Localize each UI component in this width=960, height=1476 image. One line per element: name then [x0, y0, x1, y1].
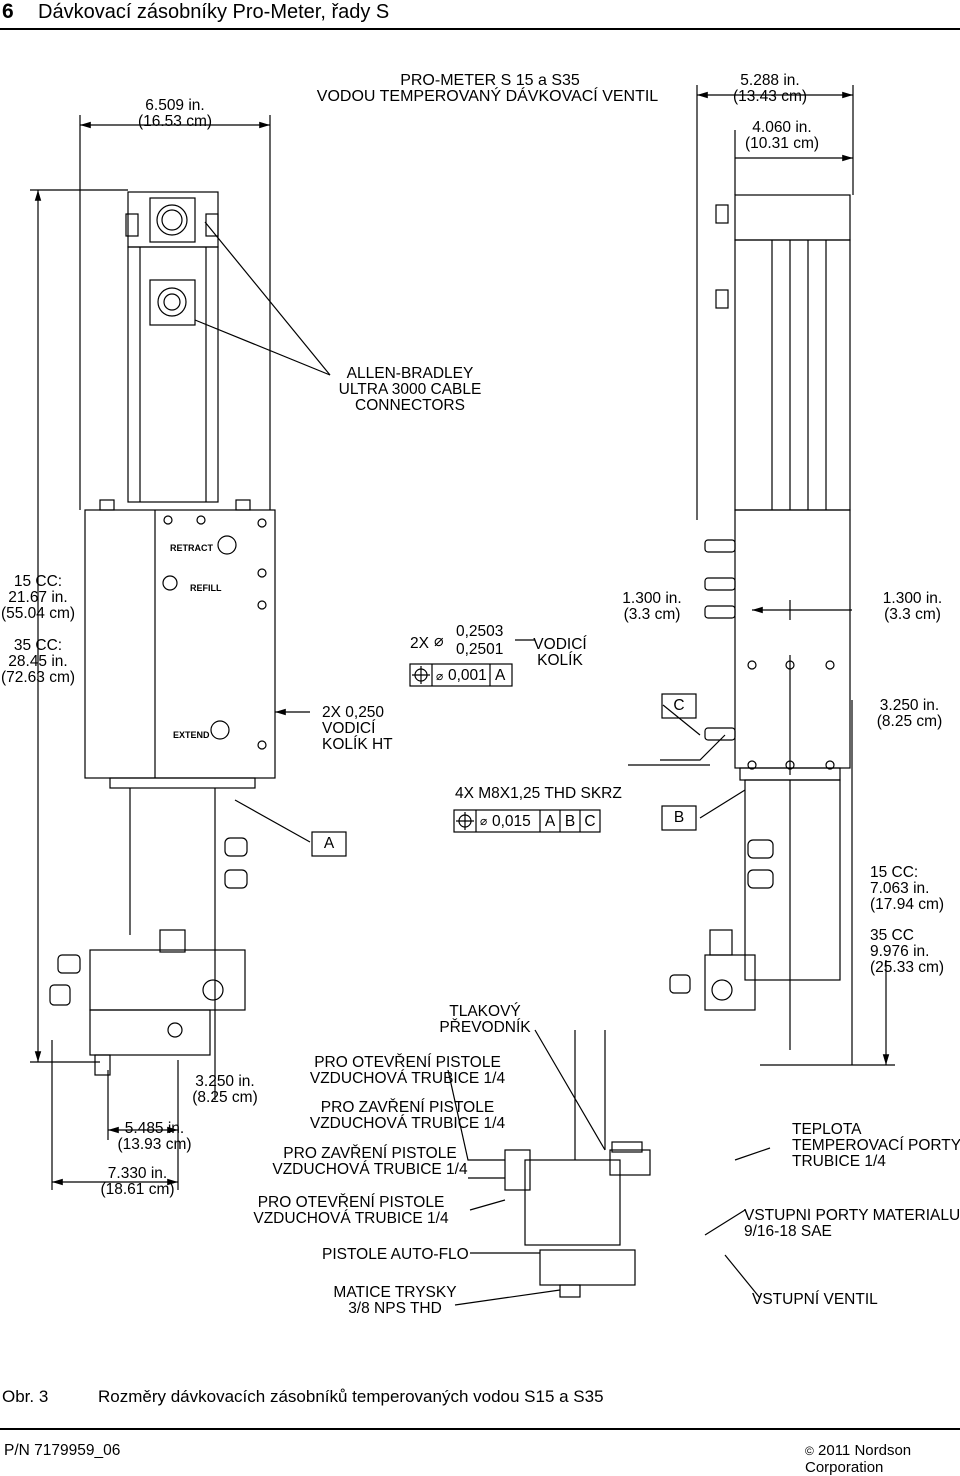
thread-fcf-datum-3: C	[584, 813, 596, 830]
page-number: 6	[2, 0, 14, 23]
datum-b: B	[673, 809, 685, 826]
label-pin-ht: 2X 0,250 VODICÍ KOLÍK HT	[322, 704, 393, 753]
label-transducer: TLAKOVÝ PŘEVODNÍK	[439, 1003, 531, 1036]
datum-a: A	[323, 835, 335, 852]
pin-fcf-value: 0,001	[448, 667, 487, 684]
datum-c: C	[673, 697, 685, 714]
label-extend: EXTEND	[173, 730, 210, 740]
dim-lower-height-35cc: 35 CC 9.976 in. (25.33 cm)	[870, 927, 945, 976]
datum-c-box	[661, 693, 697, 719]
figure-caption: Rozměry dávkovacích zásobníků temperovan…	[98, 1387, 604, 1406]
thread-fcf-datum-1: A	[544, 813, 556, 830]
dim-hole-spacing: 3.250 in. (8.25 cm)	[876, 697, 943, 730]
side-manifold	[704, 954, 756, 1011]
manifold	[89, 949, 246, 1011]
pin-diameter-symbol: ⌀	[434, 633, 444, 650]
page-title: Dávkovací zásobníky Pro-Meter, řady S	[38, 1, 390, 23]
thread-fcf-value: 0,015	[492, 813, 531, 830]
side-top-housing	[734, 194, 851, 241]
label-material-ports: VSTUPNÍ PORTY MATERIÁLU 9/16-18 SAE	[744, 1208, 960, 1240]
connector-1-face	[156, 204, 188, 236]
dim-width-right-top: 5.288 in. (13.43 cm)	[732, 72, 808, 105]
label-air-open-2: PRO OTEVŘENÍ PISTOLE VZDUCHOVÁ TRUBICE 1…	[253, 1194, 449, 1227]
label-air-close-2: PRO ZAVŘENÍ PISTOLE VZDUCHOVÁ TRUBICE 1/…	[272, 1145, 468, 1178]
label-air-open-1: PRO OTEVŘENÍ PISTOLE VZDUCHOVÁ TRUBICE 1…	[309, 1054, 506, 1087]
label-air-close-1: PRO ZAVŘENÍ PISTOLE VZDUCHOVÁ TRUBICE 1/…	[309, 1099, 506, 1132]
label-temp-ports: TEPLOTA TEMPEROVACÍ PORTY TRUBICE 1/4	[792, 1122, 960, 1170]
dim-spacing-a: 1.300 in. (3.3 cm)	[622, 590, 682, 623]
dim-width-right-mid: 4.060 in. (10.31 cm)	[744, 119, 820, 152]
label-guide-pin: VODICÍ KOLÍK	[533, 636, 587, 669]
copyright: © 2011 Nordson Corporation	[805, 1442, 960, 1476]
label-autoflo: PISTOLE AUTO-FLO	[322, 1246, 469, 1263]
thread-fcf-datum-2: B	[564, 813, 576, 830]
dim-height-35cc: 35 CC: 28.45 in. (72.63 cm)	[0, 637, 76, 686]
connector-1	[149, 197, 196, 243]
copyright-icon: ©	[805, 1444, 814, 1458]
dim-lower-height-15cc: 15 CC: 7.063 in. (17.94 cm)	[870, 864, 945, 913]
header-rule	[0, 28, 960, 30]
column	[127, 246, 219, 503]
figure-label: Obr. 3	[2, 1387, 49, 1406]
gun-body	[524, 1159, 621, 1246]
label-connectors: ALLEN-BRADLEY ULTRA 3000 CABLE CONNECTOR…	[338, 365, 482, 414]
label-thread: 4X M8X1,25 THD SKRZ	[455, 785, 622, 802]
datum-b-box	[661, 805, 697, 831]
pin-fcf-datum: A	[495, 667, 506, 684]
dim-height-15cc: 15 CC: 21.67 in. (55.04 cm)	[0, 573, 76, 622]
pin-tolerance-hi: 0,2503	[456, 623, 504, 640]
dim-base-b: 5.485 in. (13.93 cm)	[117, 1120, 192, 1153]
dim-base-a: 3.250 in. (8.25 cm)	[192, 1073, 258, 1106]
label-refill: REFILL	[190, 583, 222, 593]
part-number: P/N 7179959_06	[4, 1442, 121, 1459]
dim-spacing-b: 1.300 in. (3.3 cm)	[882, 590, 943, 623]
footer-rule	[0, 1428, 960, 1430]
datum-a-box	[311, 831, 347, 857]
top-housing	[127, 191, 219, 248]
dim-base-c: 7.330 in. (18.61 cm)	[100, 1165, 175, 1198]
connector-2	[149, 279, 196, 326]
dim-width-left: 6.509 in. (16.53 cm)	[137, 97, 213, 130]
label-retract: RETRACT	[170, 543, 213, 553]
pin-tolerance-lo: 0,2501	[456, 641, 504, 658]
copyright-text: 2011 Nordson Corporation	[805, 1442, 912, 1476]
drawing-title-2: VODOU TEMPEROVANÝ DÁVKOVACÍ VENTIL	[316, 88, 659, 105]
side-body	[734, 509, 851, 769]
label-nozzle-nut: MATICE TRYSKY 3/8 NPS THD	[333, 1284, 457, 1317]
label-pin-2x: 2X	[410, 635, 429, 652]
thread-fcf-diameter: ⌀	[480, 814, 488, 828]
pin-fcf-diameter: ⌀	[436, 669, 444, 683]
drawing-title-1: PRO-METER S 15 a S35	[400, 72, 580, 89]
label-inlet-valve: VSTUPNÍ VENTIL	[752, 1291, 878, 1308]
side-column	[734, 239, 851, 511]
